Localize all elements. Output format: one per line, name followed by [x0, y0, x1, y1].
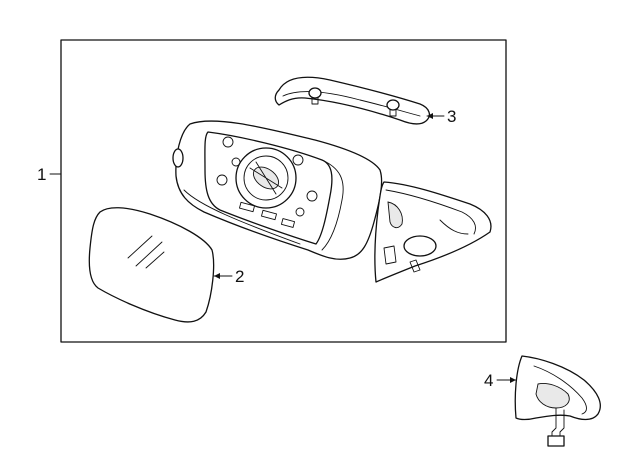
actuator-inner-ring — [243, 155, 289, 201]
mount-base-rib — [439, 219, 469, 235]
callout-4-arrowhead — [510, 377, 516, 383]
callout-2-arrowhead — [214, 273, 220, 279]
boss-inner-left — [231, 157, 241, 167]
part-1-mount-base — [374, 181, 492, 283]
glass-reflection-lines — [127, 235, 165, 269]
glass-panel — [88, 207, 215, 323]
callout-2-label: 2 — [235, 267, 244, 286]
bracket-clip-right-post — [389, 108, 397, 117]
mount-base-body — [374, 181, 492, 283]
callout-4: 4 — [484, 371, 517, 390]
housing-rim — [321, 159, 344, 251]
callout-1: 1 — [37, 165, 62, 184]
clip-lower-left — [239, 201, 255, 213]
callout-2: 2 — [213, 267, 244, 286]
callout-3-label: 3 — [447, 107, 456, 126]
callout-3: 3 — [426, 107, 456, 126]
boss-lower-right — [295, 207, 305, 217]
part-4-cover-cap — [514, 355, 601, 447]
bracket-edge-line — [282, 91, 421, 117]
callout-3-arrowhead — [427, 113, 433, 119]
mount-base-socket — [403, 235, 437, 257]
clip-lower-right — [280, 218, 296, 228]
mount-base-connector — [409, 259, 421, 273]
bracket-clip-left — [308, 87, 322, 99]
cap-recess — [535, 383, 570, 409]
clip-lower-mid — [261, 209, 277, 221]
boss-top-right — [292, 154, 304, 166]
mount-base-boss — [387, 201, 403, 229]
part-3-bracket — [274, 76, 431, 125]
bracket-clip-left-post — [311, 96, 319, 105]
callout-1-label: 1 — [37, 165, 46, 184]
cap-inner-edge — [533, 365, 587, 415]
boss-mid-right — [306, 190, 318, 202]
part-1-mirror-housing — [172, 120, 383, 260]
assembly-frame — [60, 39, 507, 343]
mount-base-tab — [383, 245, 397, 265]
actuator-cross-ribs — [249, 161, 283, 195]
callout-4-label: 4 — [484, 371, 493, 390]
mount-base-inner-edge — [385, 189, 476, 235]
cap-harness-connector — [547, 435, 565, 447]
housing-pivot-knob — [172, 148, 184, 168]
bracket-body — [274, 76, 431, 125]
housing-lower-contour — [183, 189, 301, 245]
bracket-clip-right — [386, 99, 400, 111]
boss-mid-left — [216, 174, 228, 186]
part-2-mirror-glass — [88, 207, 215, 323]
boss-top-left — [222, 136, 234, 148]
